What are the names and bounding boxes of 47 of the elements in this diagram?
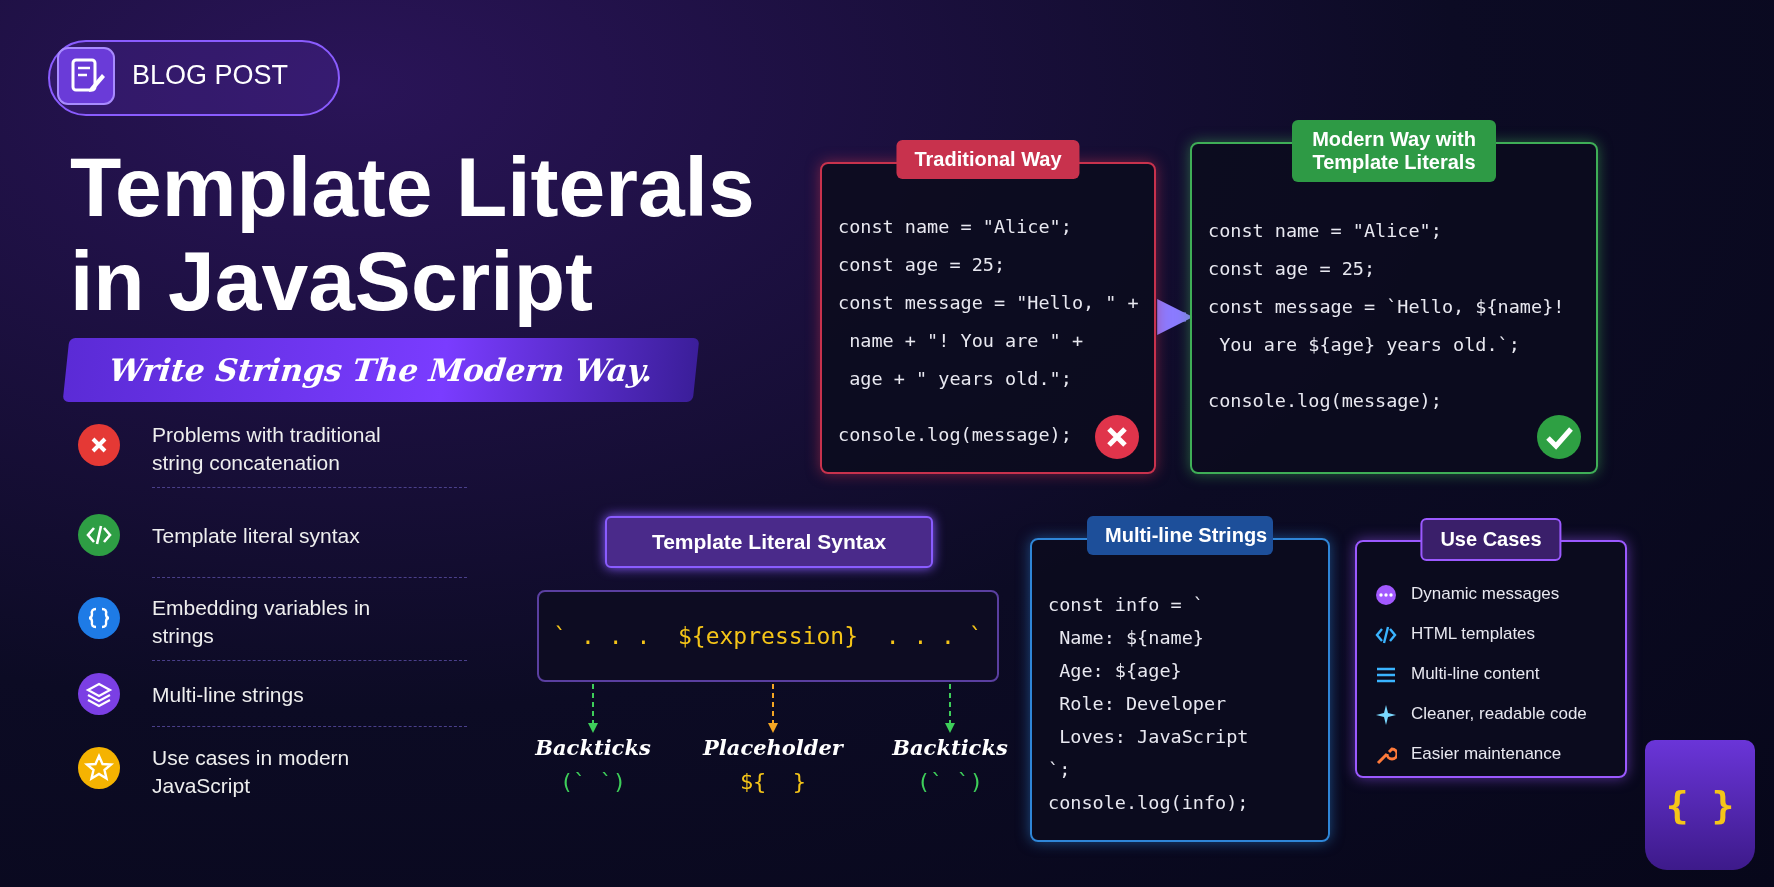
badge-label: BLOG POST: [132, 60, 289, 91]
part-label: Backticks: [534, 735, 652, 760]
code-line: age + " years old.";: [848, 368, 1072, 389]
part-symbol: (` `): [558, 769, 628, 794]
code-line: Name: ${name}: [1058, 627, 1204, 648]
panel-heading: Use Cases: [1420, 518, 1562, 561]
use-case-item: Multi-line content: [1411, 664, 1540, 684]
code-line: Age: ${age}: [1058, 660, 1182, 681]
panel-heading: Multi-line Strings: [1087, 516, 1273, 555]
code-line: const name = "Alice";: [1208, 220, 1442, 241]
feature-item: Embedding variables in strings: [152, 595, 372, 649]
feature-item: Template literal syntax: [152, 523, 361, 549]
subtitle-banner: Write Strings The Modern Way.: [62, 338, 700, 402]
leader-arrow: [588, 683, 598, 733]
mug-drawing: { }: [1645, 740, 1755, 870]
code-line: console.log(info);: [1048, 792, 1249, 813]
code-line: Role: Developer: [1058, 693, 1227, 714]
code-line: Loves: JavaScript: [1058, 726, 1249, 747]
syntax-strip: ` . . . ${expression} . . . `: [537, 590, 999, 682]
code-line: console.log(message);: [838, 424, 1072, 445]
code-line: const age = 25;: [838, 254, 1006, 275]
section-heading: Template Literal Syntax: [605, 516, 933, 568]
code-line: `;: [1048, 759, 1071, 780]
leader-arrow: [768, 683, 778, 733]
code-line: const message = `Hello, ${name}!: [1208, 296, 1565, 317]
feature-item: Multi-line strings: [152, 682, 305, 708]
code-line: const message = "Hello, " +: [838, 292, 1139, 313]
part-label: Placeholder: [703, 735, 843, 760]
part-label: Backticks: [891, 735, 1009, 760]
title: Template Literals in JavaScript: [70, 140, 756, 329]
panel-heading: Traditional Way: [896, 140, 1080, 179]
code-line: const name = "Alice";: [838, 216, 1072, 237]
code-line: const info = `: [1048, 594, 1204, 615]
code-line: You are ${age} years old.`;: [1218, 334, 1520, 355]
leader-arrow: [945, 683, 955, 733]
use-case-item: Dynamic messages: [1411, 584, 1560, 604]
feature-item: Use cases in modern JavaScript: [152, 745, 351, 799]
code-line: const age = 25;: [1208, 258, 1376, 279]
use-case-item: Easier maintenance: [1411, 744, 1562, 764]
part-symbol: ${ }: [738, 769, 808, 794]
code-line: name + "! You are " +: [848, 330, 1084, 351]
use-case-item: Cleaner, readable code: [1411, 704, 1587, 724]
code-line: console.log(message);: [1208, 390, 1442, 411]
part-symbol: (` `): [915, 769, 985, 794]
feature-item: Problems with traditional string concatenation: [152, 422, 382, 476]
use-case-item: HTML templates: [1411, 624, 1536, 644]
panel-heading: Modern Way with Template Literals: [1292, 120, 1496, 182]
